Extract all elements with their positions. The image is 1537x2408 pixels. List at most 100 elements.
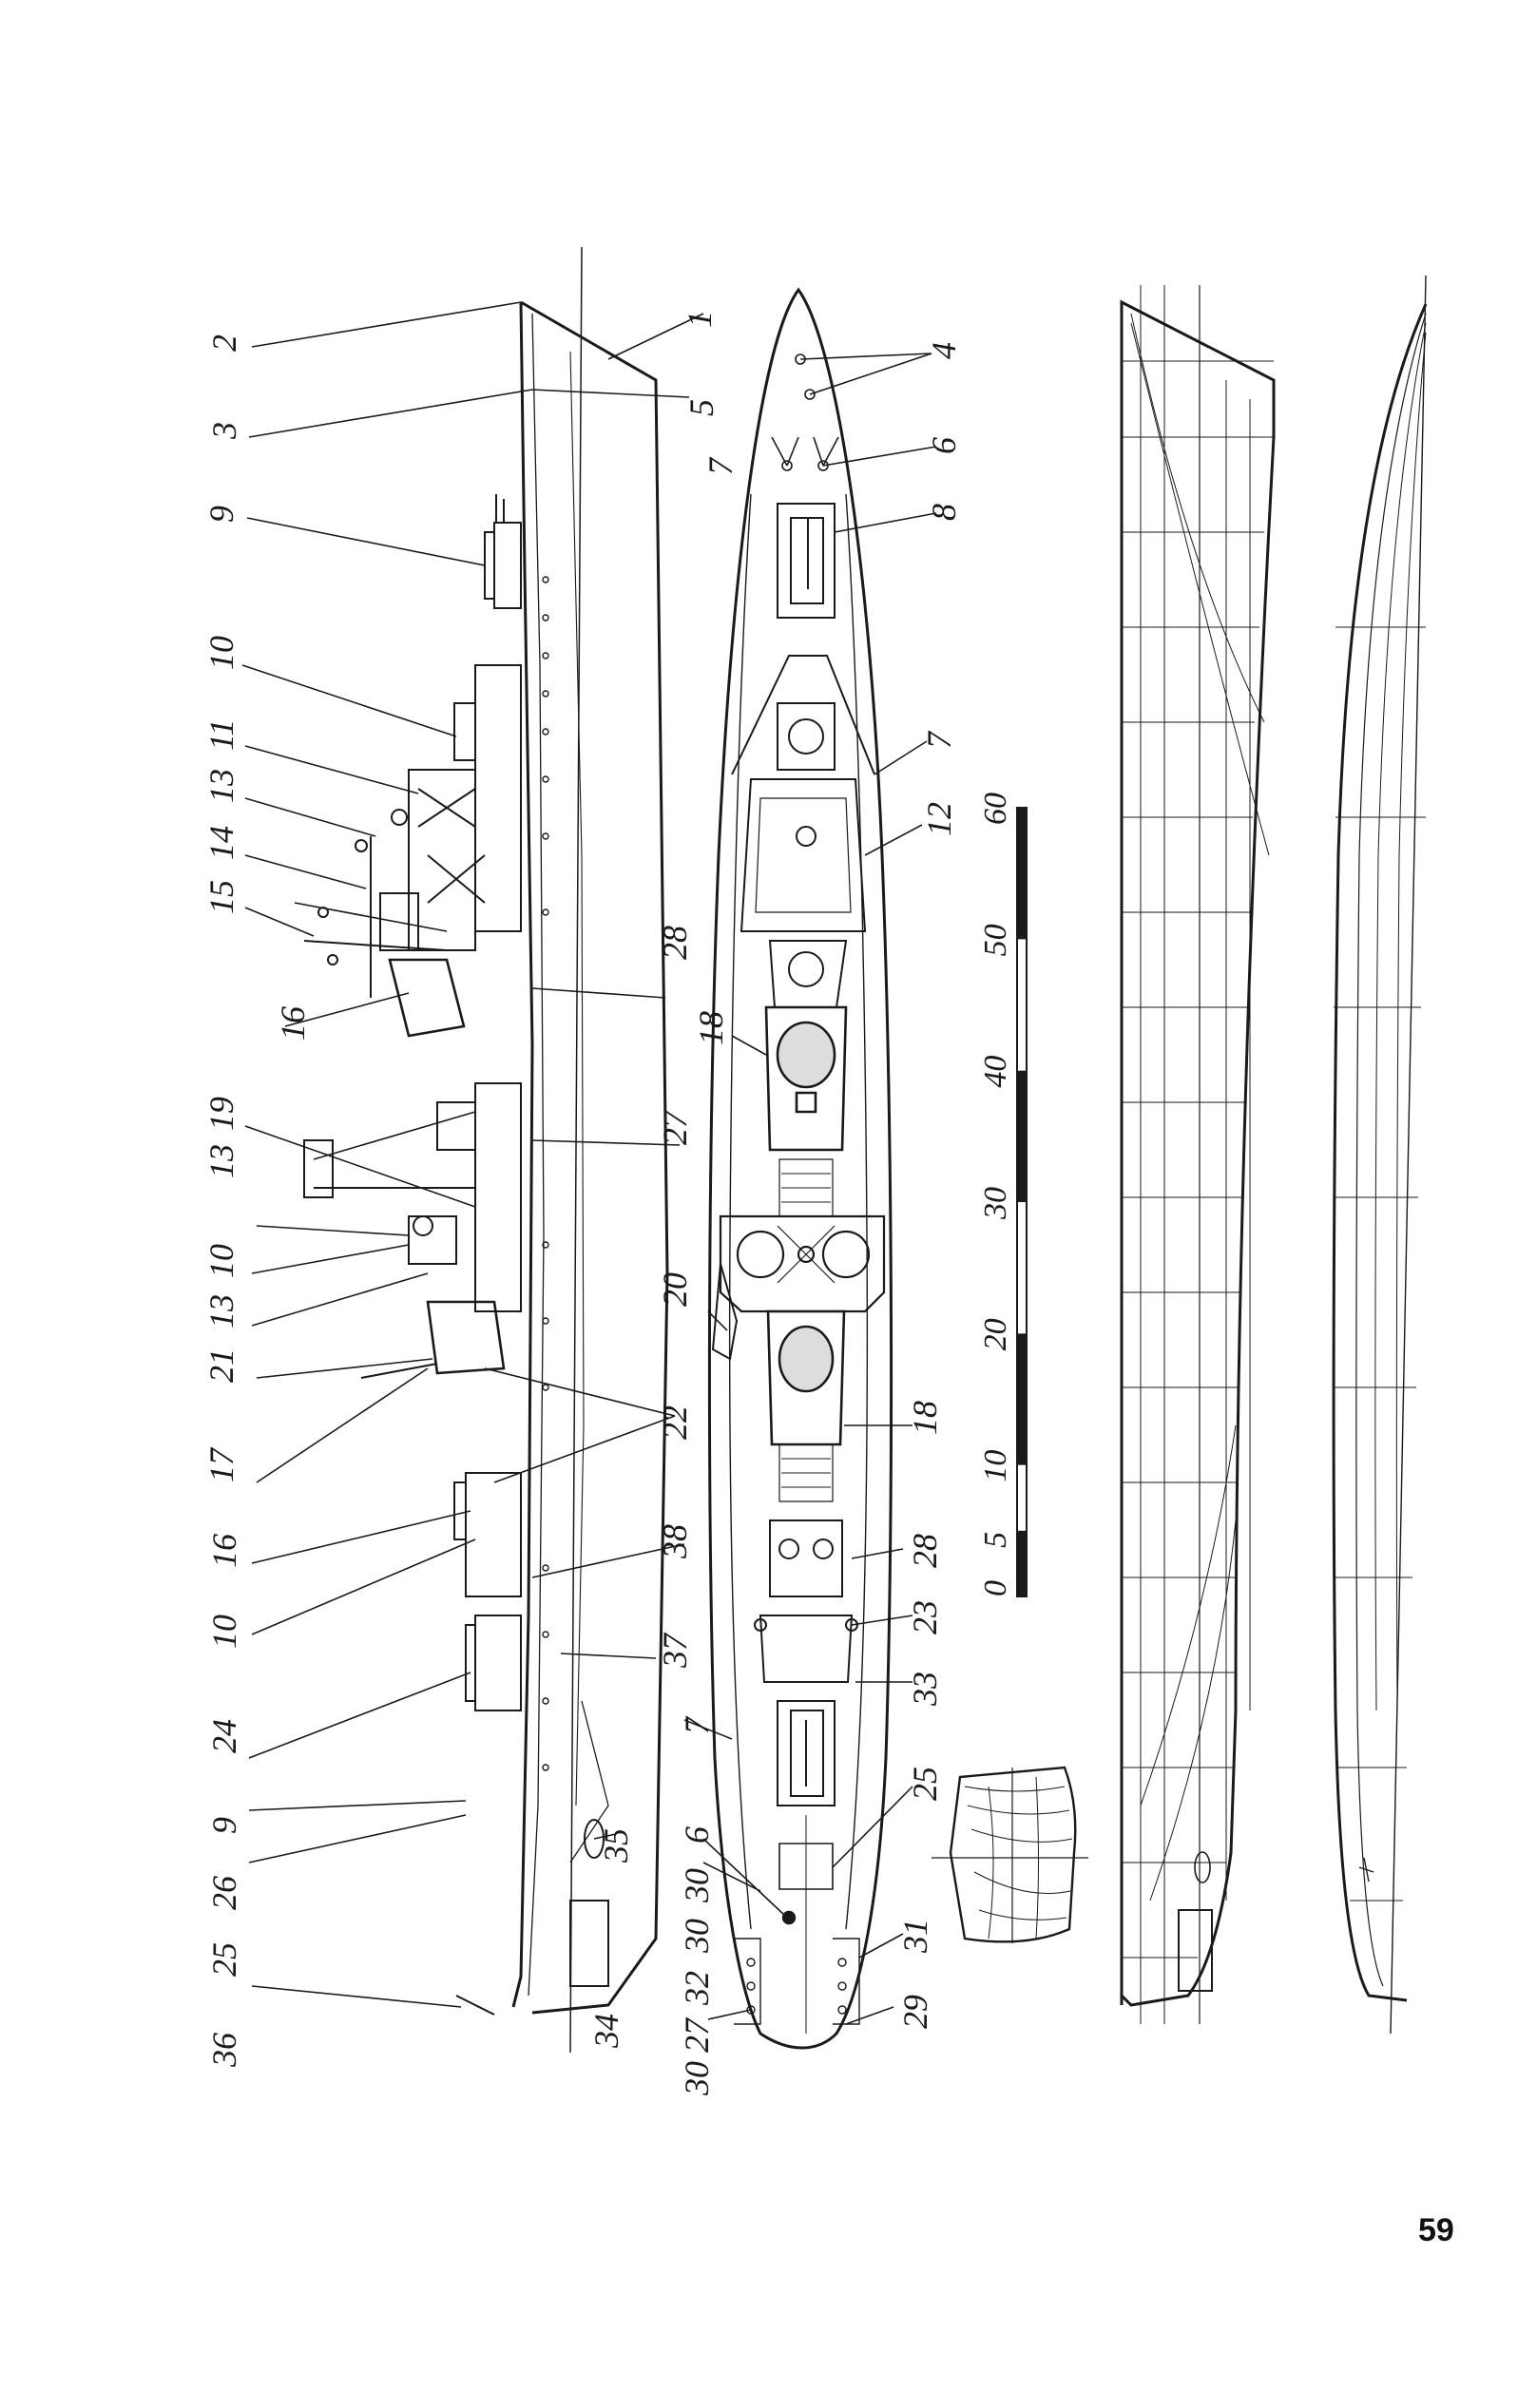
callout-plan-37: 37 (656, 1632, 694, 1669)
callout-plan-38: 38 (656, 1524, 694, 1559)
plan-breakwater (732, 656, 874, 774)
callout-side-21: 21 (202, 1348, 240, 1383)
callout-side-13c: 13 (202, 1294, 240, 1328)
callout-side-16: 16 (274, 1006, 312, 1041)
scale-bar-labels: 0 5 10 20 30 40 50 60 (978, 793, 1013, 1596)
callout-side-10b: 10 (202, 1244, 240, 1278)
side-callouts: 2 3 9 10 11 13 14 15 16 19 13 10 13 21 1… (202, 334, 312, 2068)
half-breadth-plan (1334, 276, 1426, 2034)
side-propeller-rudder (570, 1701, 608, 1986)
callout-plan-18b: 18 (906, 1401, 944, 1435)
callout-side-9b: 9 (205, 1817, 243, 1834)
plan-aft-gun (778, 1701, 835, 1806)
plan-second-gun (778, 703, 835, 770)
plan-leader-lines (485, 314, 936, 2024)
scale-label: 20 (978, 1318, 1013, 1350)
side-forward-gun-turret (485, 494, 521, 608)
callout-plan-33: 33 (906, 1672, 944, 1707)
callout-plan-8: 8 (925, 504, 963, 521)
callout-plan-18a: 18 (692, 1011, 730, 1045)
callout-side-26: 26 (205, 1876, 243, 1910)
scale-segment (1017, 1333, 1027, 1465)
side-portholes (543, 577, 548, 1770)
callout-plan-34: 34 (587, 2014, 625, 2049)
side-aft-mount (454, 1473, 521, 1596)
side-sheer-line (528, 314, 544, 1996)
callout-plan-7b: 7 (920, 730, 958, 749)
plan-midship-deckhouse (720, 1216, 884, 1311)
callout-side-14: 14 (202, 826, 240, 860)
plan-capstan (783, 1912, 795, 1923)
plan-anchor-fittings (772, 354, 838, 470)
callout-side-15: 15 (202, 880, 240, 914)
callout-plan-29: 29 (896, 1995, 934, 2029)
callout-plan-27b: 27 (678, 2016, 716, 2053)
plan-aft-funnel (768, 1311, 844, 1501)
callout-side-11: 11 (202, 719, 240, 751)
plan-deck-view (709, 290, 891, 2048)
callout-plan-32: 32 (678, 1971, 716, 2006)
callout-plan-30a: 30 (678, 1868, 716, 1903)
scale-label: 10 (978, 1450, 1013, 1482)
side-elevation-view (295, 247, 667, 2053)
callout-plan-6b: 6 (678, 1826, 716, 1844)
side-waterline (570, 247, 582, 2053)
callout-side-13: 13 (202, 769, 240, 803)
plan-deck-edge (730, 494, 868, 1929)
plan-forward-gun (778, 504, 835, 618)
scale-label: 0 (978, 1580, 1013, 1596)
callout-side-24: 24 (205, 1719, 243, 1753)
callout-side-10: 10 (202, 636, 240, 670)
callout-plan-22: 22 (656, 1405, 694, 1440)
side-hull-line-2 (570, 352, 584, 1806)
callout-plan-7c: 7 (678, 1715, 716, 1734)
callout-plan-7a: 7 (701, 456, 740, 475)
side-deck-line (513, 302, 532, 2007)
callout-side-3: 3 (205, 422, 243, 440)
scale-label: 5 (978, 1532, 1013, 1548)
callout-plan-25: 25 (906, 1767, 944, 1801)
callout-side-17: 17 (202, 1446, 240, 1482)
page-number: 59 (1418, 2212, 1454, 2248)
side-mainmast (304, 1083, 521, 1311)
callout-plan-6: 6 (925, 437, 963, 454)
lines-plan-profile (1122, 285, 1274, 2024)
callout-plan-30c: 30 (678, 2061, 716, 2096)
plan-hull-outline (709, 290, 891, 2048)
callout-side-10c: 10 (205, 1615, 243, 1649)
side-hull-keel (521, 302, 667, 2013)
callout-plan-28a: 28 (656, 926, 694, 960)
callout-side-13b: 13 (202, 1144, 240, 1178)
callout-plan-20: 20 (656, 1272, 694, 1307)
scale-bar-segments (1017, 808, 1027, 1596)
callout-plan-35: 35 (597, 1828, 635, 1863)
plan-callouts: 1 5 7 4 6 8 7 12 28 18 27 20 22 18 38 28… (587, 311, 963, 2096)
scale-bar: 0 5 10 20 30 40 50 60 (978, 793, 1027, 1596)
scale-label: 30 (978, 1187, 1013, 1220)
scale-label: 40 (978, 1056, 1013, 1088)
callout-side-9: 9 (202, 506, 240, 523)
plan-bridge (741, 779, 865, 1007)
callout-side-19: 19 (202, 1097, 240, 1131)
callout-side-25: 25 (205, 1942, 243, 1977)
plan-forward-funnel (766, 1007, 846, 1216)
scale-label: 60 (978, 793, 1013, 825)
scale-segment (1017, 1070, 1027, 1202)
side-forward-superstructure (355, 665, 521, 1036)
plan-boat (713, 1264, 737, 1359)
scale-label: 50 (978, 924, 1013, 956)
callout-plan-5: 5 (682, 399, 720, 416)
plan-aft-mounts (755, 1520, 857, 1682)
callout-plan-28b: 28 (906, 1534, 944, 1568)
side-aft-director (361, 1302, 504, 1378)
callout-side-36: 36 (205, 2033, 243, 2068)
scale-segment (1017, 808, 1027, 940)
side-leader-lines (242, 302, 532, 2007)
side-stern-staff (456, 1996, 494, 2015)
scale-segment (1017, 1530, 1027, 1596)
side-foremast (295, 903, 447, 965)
lines-plan-stations (1122, 361, 1274, 1958)
callout-plan-30b: 30 (678, 1919, 716, 1954)
callout-plan-27: 27 (656, 1109, 694, 1145)
